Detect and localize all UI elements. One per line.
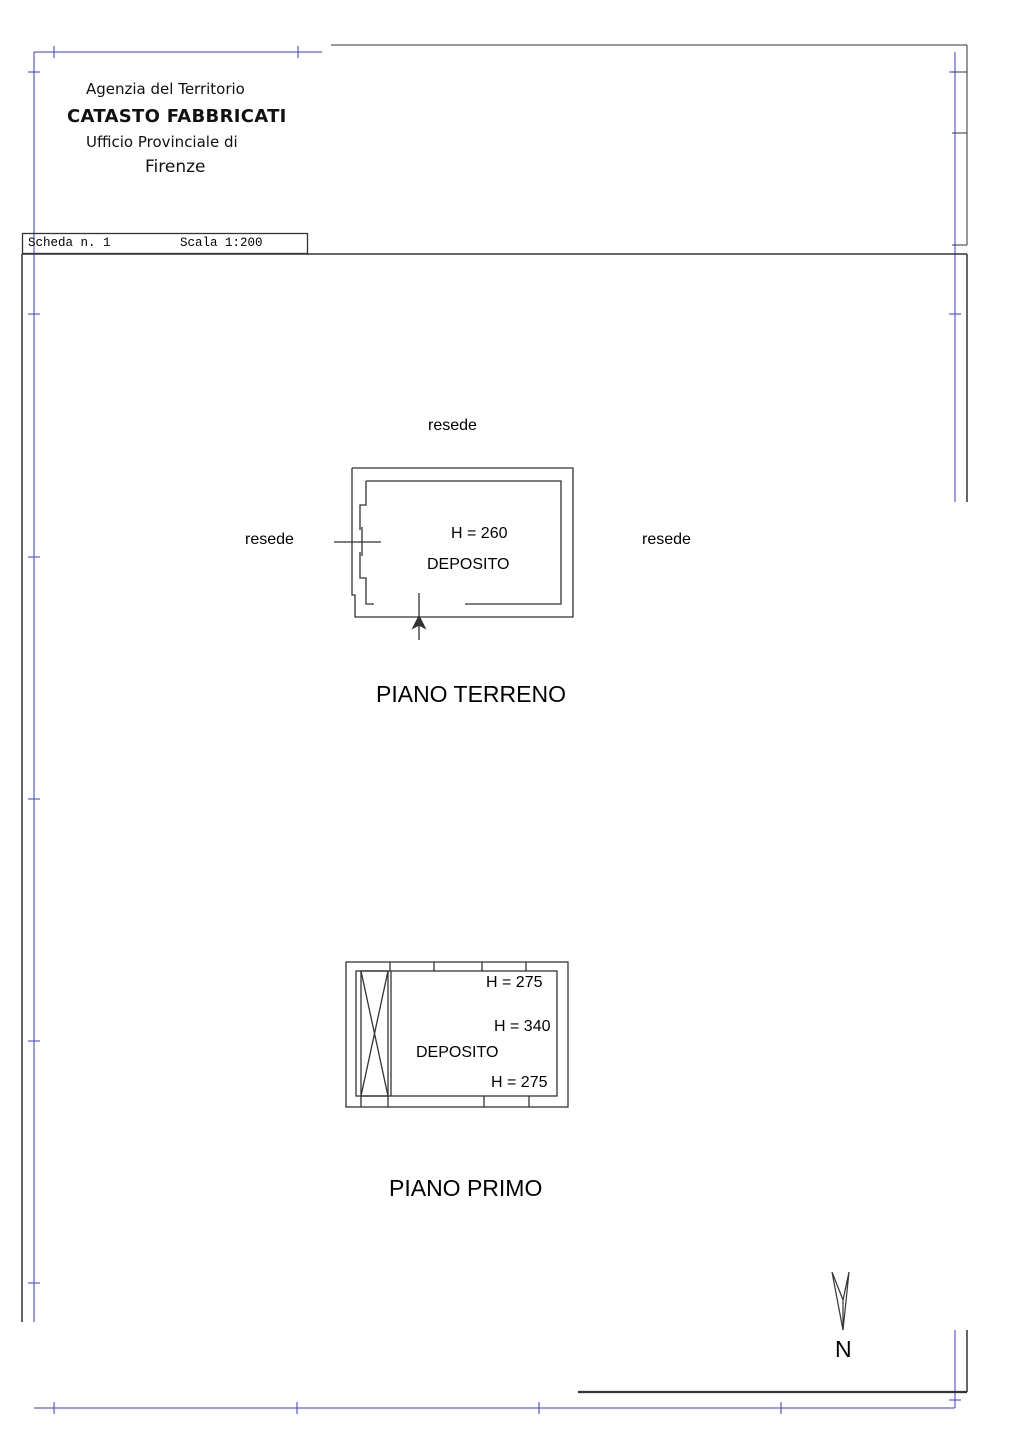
agency-name: Agenzia del Territorio bbox=[86, 80, 245, 98]
first-room-name: DEPOSITO bbox=[416, 1044, 499, 1061]
registry-title: CATASTO FABBRICATI bbox=[67, 106, 287, 127]
scale-label: Scala 1:200 bbox=[180, 236, 263, 250]
first-room-height-bottom: H = 275 bbox=[491, 1074, 548, 1091]
ground-floor-plan bbox=[334, 467, 574, 640]
first-floor-plan bbox=[345, 961, 569, 1108]
surrounding-label-west: resede bbox=[245, 531, 294, 548]
office-label: Ufficio Provinciale di bbox=[86, 133, 238, 151]
north-arrow bbox=[831, 1271, 850, 1331]
ground-room-height: H = 260 bbox=[451, 525, 508, 542]
outer-frame bbox=[28, 46, 961, 1414]
card-number: Scheda n. 1 bbox=[28, 236, 111, 250]
ground-room-name: DEPOSITO bbox=[427, 556, 510, 573]
north-label: N bbox=[835, 1336, 852, 1362]
inner-frame bbox=[21, 44, 968, 1394]
ground-floor-title: PIANO TERRENO bbox=[376, 681, 566, 707]
first-floor-title: PIANO PRIMO bbox=[389, 1175, 543, 1201]
surrounding-label-east: resede bbox=[642, 531, 691, 548]
surrounding-label-north: resede bbox=[428, 417, 477, 434]
first-room-height-top: H = 275 bbox=[486, 974, 543, 991]
first-room-height-middle: H = 340 bbox=[494, 1018, 551, 1035]
city-name: Firenze bbox=[145, 157, 206, 177]
